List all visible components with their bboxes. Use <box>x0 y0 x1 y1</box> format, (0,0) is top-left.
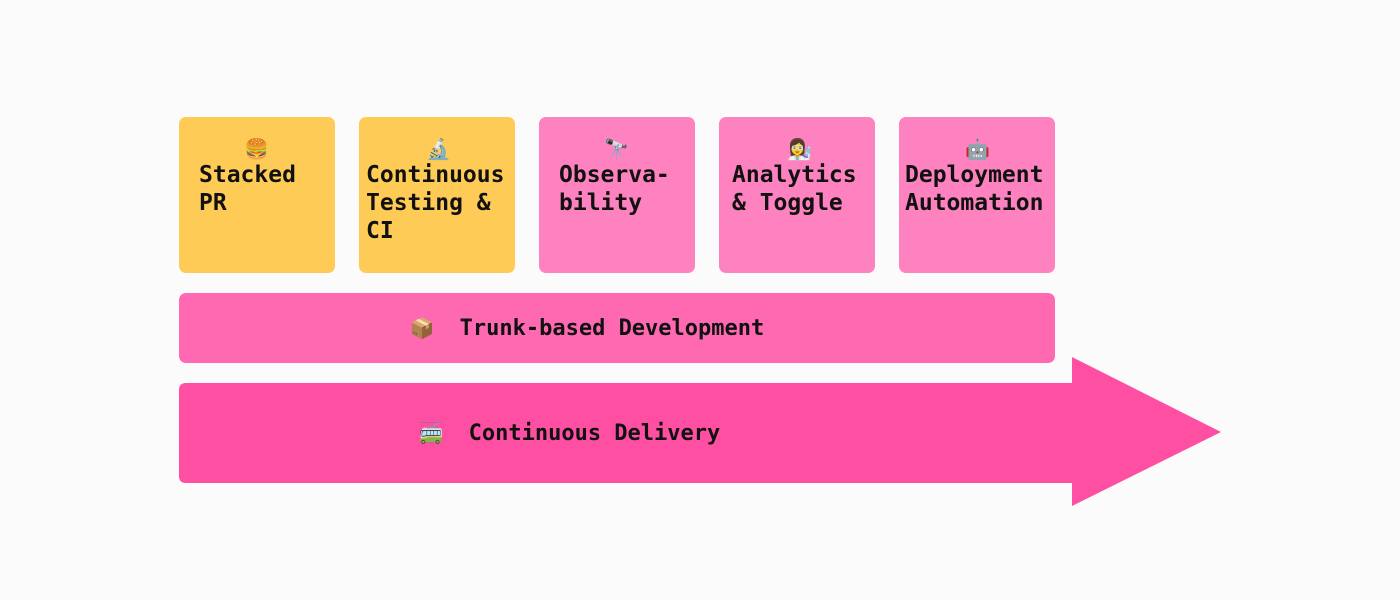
trunk-based-development-band: 📦 Trunk-based Development <box>179 293 1055 363</box>
card-deployment-automation: 🤖 Deployment Automation <box>899 117 1055 273</box>
card-label: Observa- bility <box>559 162 670 216</box>
card-label: Deployment Automation <box>905 162 1044 216</box>
card-label: Stacked PR <box>199 162 296 216</box>
scientist-icon: 👩‍🔬 <box>787 137 812 161</box>
microscope-icon: 🔬 <box>426 137 451 161</box>
telescope-icon: 🔭 <box>604 137 629 161</box>
card-label: Continuous Testing & CI <box>366 162 505 244</box>
card-observability: 🔭 Observa- bility <box>539 117 695 273</box>
package-icon: 📦 <box>409 316 435 340</box>
card-stacked-pr: 🍔 Stacked PR <box>179 117 335 273</box>
hamburger-icon: 🍔 <box>244 137 269 161</box>
arrow-shape <box>179 357 1221 506</box>
card-analytics-toggle: 👩‍🔬 Analytics & Toggle <box>719 117 875 273</box>
card-continuous-testing: 🔬 Continuous Testing & CI <box>359 117 515 273</box>
trolleybus-icon: 🚎 <box>418 421 444 445</box>
robot-icon: 🤖 <box>965 137 990 161</box>
continuous-delivery-label-group: 🚎 Continuous Delivery <box>179 383 1072 483</box>
arrow-label: Continuous Delivery <box>468 420 721 446</box>
band-label: Trunk-based Development <box>459 315 765 341</box>
card-label: Analytics & Toggle <box>732 162 857 216</box>
